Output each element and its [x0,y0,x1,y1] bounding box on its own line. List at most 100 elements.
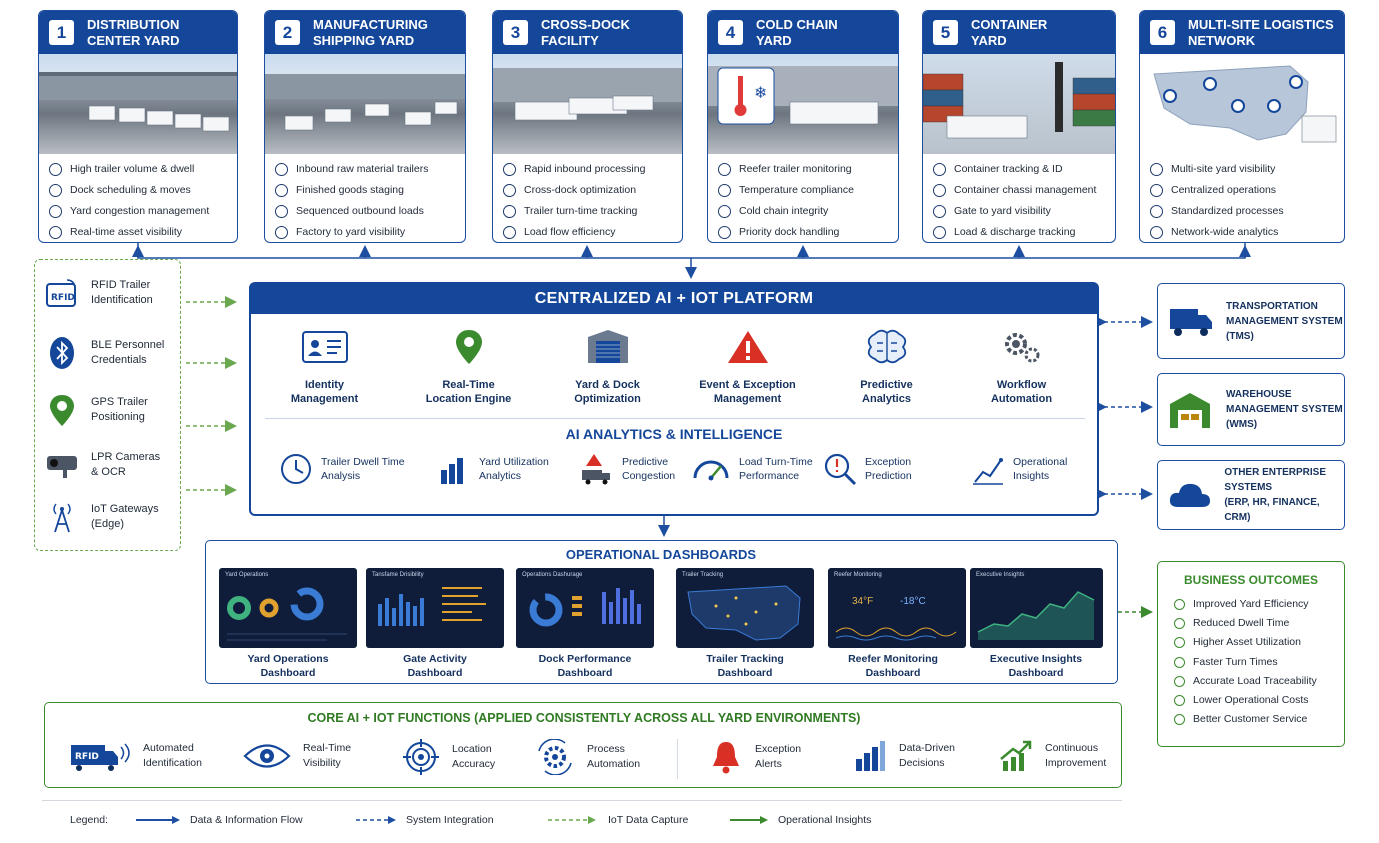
solid-arrow-icon [136,816,180,824]
list-item: Higher Asset Utilization [1174,633,1344,652]
truck-icon [1170,309,1212,336]
feature-icon [49,163,62,176]
list-item: Rapid inbound processing [503,159,682,180]
legend-item-integration: System Integration [356,814,494,826]
yard-number: 6 [1150,20,1175,45]
analytics-title: AI ANALYTICS & INTELLIGENCE [565,426,783,442]
list-item: Temperature compliance [718,180,898,201]
list-item: Cold chain integrity [718,201,898,222]
gps-pin-icon [50,395,74,426]
feature-icon [49,226,62,239]
legend-title: Legend: [70,814,108,826]
check-circle-icon [1174,695,1185,707]
gateway-icon [53,503,71,533]
divider [265,418,1085,419]
rfid-icon: RFID [46,279,76,307]
dashboard-thumb-executive[interactable]: Executive Insights [970,568,1103,648]
check-circle-icon [1174,714,1185,726]
bar-chart-icon [856,741,885,771]
reefer-temp-c: -18°C [900,596,926,607]
list-item: Reduced Dwell Time [1174,614,1344,633]
us-map-illustration [1153,65,1337,143]
trailers-illustration: ❄ [708,66,898,125]
dashboard-thumb-trailer[interactable]: Trailer Tracking [676,568,814,648]
dashboard-thumb-dock[interactable]: Operations Dashurage [516,568,654,648]
yard-number: 2 [275,20,300,45]
feature-icon [718,163,731,176]
reefer-temp-f: 34°F [852,596,874,607]
svg-text:RFID: RFID [51,293,75,303]
list-item: Network-wide analytics [1150,222,1344,242]
camera-icon [47,456,77,478]
legend-item-data-flow: Data & Information Flow [136,814,303,826]
feature-icon [49,205,62,218]
list-item: Load flow efficiency [503,222,682,242]
gear-cycle-icon [538,739,572,775]
list-item: Centralized operations [1150,180,1344,201]
feature-icon [933,184,946,197]
magnifier-alert-icon [824,453,857,486]
list-item: Trailer turn-time tracking [503,201,682,222]
tracking-map-illustration [687,585,801,641]
svg-text:RFID: RFID [75,752,99,762]
dock-door-icon [587,330,628,363]
map-photo [1140,54,1344,154]
line-trend-icon [973,458,1003,485]
dashboard-thumb-reefer[interactable]: Reefer Monitoring 34°F -18°C [828,568,966,648]
feature-icon [503,184,516,197]
dashboard-thumb-yard-ops[interactable]: Yard Operations [219,568,357,648]
capture-item-gateway: IoT Gateways(Edge) [45,500,171,534]
feature-icon [718,205,731,218]
bar-chart-illustration [378,587,486,626]
yard-number: 4 [718,20,743,45]
brain-icon [867,329,906,364]
core-functions: CORE AI + IOT FUNCTIONS (APPLIED CONSIST… [44,702,1122,788]
yard-feature-list: Rapid inbound processing Cross-dock opti… [493,154,682,242]
list-item: Standardized processes [1150,201,1344,222]
list-item: Dock scheduling & moves [49,180,237,201]
id-card-icon [301,331,348,363]
yard-feature-list: Container tracking & ID Container chassi… [923,154,1115,242]
dashboards-title: OPERATIONAL DASHBOARDS [565,547,757,562]
gauge-icon [693,460,729,481]
list-item: Gate to yard visibility [933,201,1115,222]
cloud-icon [1169,483,1210,507]
list-item: Multi-site yard visibility [1150,159,1344,180]
feature-icon [933,226,946,239]
list-item: Improved Yard Efficiency [1174,595,1344,614]
feature-icon [1150,205,1163,218]
dashboard-thumb-gate[interactable]: Tansfame Drisibility [366,568,504,648]
area-chart-illustration [977,591,1095,640]
list-item: Priority dock handling [718,222,898,242]
dock-chart-illustration [529,588,641,627]
feature-icon [718,226,731,239]
yard-number: 1 [49,20,74,45]
feature-icon [275,205,288,218]
dashed-arrow-icon [356,816,396,824]
list-item: Sequenced outbound loads [275,201,465,222]
feature-icon [49,184,62,197]
feature-icon [503,163,516,176]
